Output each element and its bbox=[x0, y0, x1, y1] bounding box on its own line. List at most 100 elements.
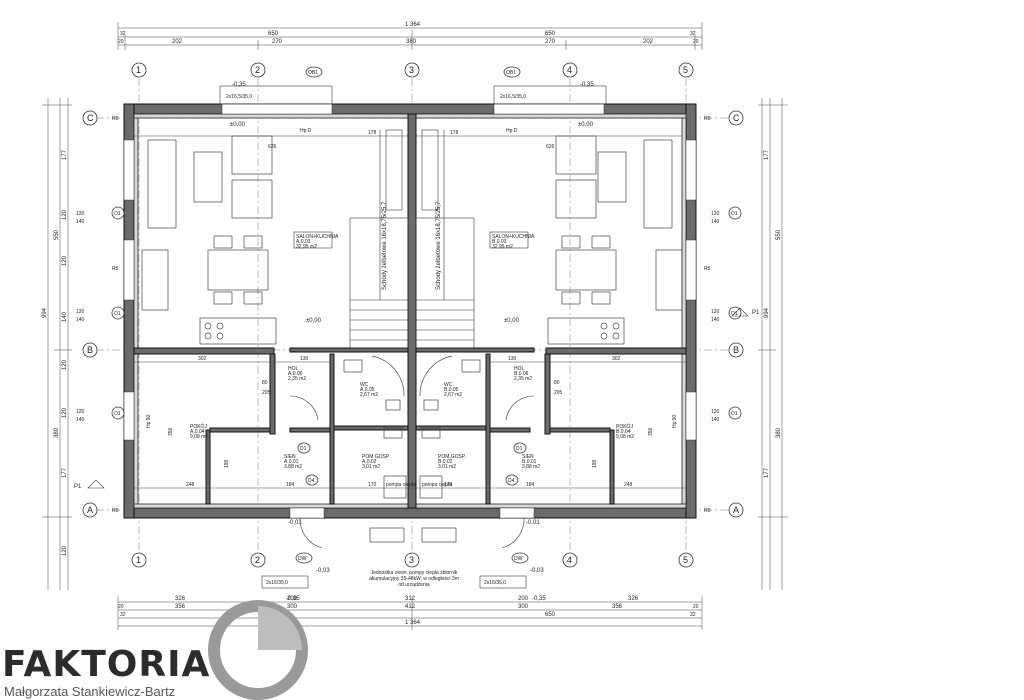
bottom-dimensions: 326 200 312 200 326 356 300 412 300 356 … bbox=[117, 596, 703, 630]
room-b-gosp-code: B.0.02 bbox=[438, 459, 453, 465]
logo-mark-icon bbox=[208, 600, 308, 700]
dim-top-edge-l2: 20 bbox=[118, 39, 124, 45]
level-a-entry: ±0,00 bbox=[230, 122, 246, 128]
dim-left-550: 550 bbox=[54, 229, 60, 240]
room-a-hol-name: HOL bbox=[288, 366, 299, 372]
room-a-pokoj-name: POKÓJ bbox=[190, 423, 207, 430]
dim-top-a: 202 bbox=[172, 39, 183, 45]
dim-bot-edge-r: 20 bbox=[693, 604, 699, 610]
dim-bot-c: 312 bbox=[405, 596, 416, 602]
dim-bot-e: 326 bbox=[628, 596, 639, 602]
dim-right-177a: 177 bbox=[764, 149, 770, 160]
dim-178-a: 178 bbox=[368, 130, 377, 136]
dim-total-bottom: 1 364 bbox=[405, 620, 421, 626]
dim-top-c: 380 bbox=[406, 39, 417, 45]
dim-right-total: 994 bbox=[764, 307, 770, 318]
r5-c-right: R5 bbox=[704, 116, 711, 122]
level-b-door: -0,01 bbox=[526, 520, 540, 526]
dim-80-b: 80 bbox=[554, 380, 560, 386]
room-a-wc-code: A.0.05 bbox=[360, 387, 375, 393]
dim-302-a: 302 bbox=[198, 356, 207, 362]
room-b-sien-area: 3,88 m2 bbox=[522, 464, 540, 470]
door-tag-dw-b: DW bbox=[514, 556, 523, 562]
dim-199-b: 199 bbox=[592, 459, 598, 468]
dim-top-edge-r2: 20 bbox=[693, 39, 699, 45]
top-dimensions: 1 364 650 650 202 270 380 270 202 32 32 … bbox=[117, 22, 703, 50]
dim-win-r2b: 140 bbox=[711, 317, 720, 323]
exterior-walls bbox=[123, 85, 697, 519]
room-b-wc-code: B.0.05 bbox=[444, 387, 459, 393]
hp-d-a: Hp D bbox=[300, 128, 312, 134]
room-a-sien-name: SIEŃ bbox=[284, 453, 296, 460]
room-b-gosp-name: POM.GOSP. bbox=[438, 454, 466, 460]
room-a-hol-code: A.0.06 bbox=[288, 371, 303, 377]
grid-col-5-bot: 5 bbox=[683, 555, 688, 565]
stair-ext-top-a: 2x16,5/35,0 bbox=[226, 94, 252, 100]
dim-left-120d: 120 bbox=[62, 407, 68, 418]
grid-row-a-right: A bbox=[733, 505, 739, 515]
dim-170-a: 170 bbox=[368, 482, 377, 488]
dim-left-380: 380 bbox=[54, 427, 60, 438]
dim-205-b: 205 bbox=[554, 390, 563, 396]
dim-left-total: 994 bbox=[42, 307, 48, 318]
furniture bbox=[141, 135, 683, 549]
level-a-door: -0,01 bbox=[288, 520, 302, 526]
grid-col-4-bot: 4 bbox=[567, 555, 572, 565]
room-b-wc-name: WC bbox=[444, 382, 453, 388]
dim-right-380: 380 bbox=[776, 427, 782, 438]
room-a-hol-area: 2,35 m2 bbox=[288, 376, 306, 382]
level-a-out: -0,03 bbox=[316, 568, 330, 574]
room-a-pokoj-area: 9,08 m2 bbox=[190, 434, 208, 440]
dim-bot2-c: 412 bbox=[405, 604, 416, 610]
room-b-hol-area: 2,35 m2 bbox=[514, 376, 532, 382]
room-b-sien-code: B.0.01 bbox=[522, 459, 537, 465]
room-b-hol-code: B.0.06 bbox=[514, 371, 529, 377]
window-tag-l2: O1 bbox=[114, 311, 121, 317]
room-b-salon-area: 32,95 m2 bbox=[492, 244, 513, 250]
room-a-gosp-code: A.0.02 bbox=[362, 459, 377, 465]
brand-subtitle: Małgorzata Stankiewicz-Bartz bbox=[4, 684, 176, 699]
room-b-pokoj-area: 9,08 m2 bbox=[616, 434, 634, 440]
brand-name: FAKTORIA bbox=[2, 644, 211, 685]
r5-mid-right: R5 bbox=[704, 266, 711, 272]
dim-130-b: 130 bbox=[508, 356, 517, 362]
dim-bot-b: 200 bbox=[287, 596, 298, 602]
room-a-wc-area: 2,67 m2 bbox=[360, 392, 378, 398]
heat-pump-note-box: Jednostka zewn. pompy ciepła zbiornik ak… bbox=[369, 570, 459, 588]
grid-col-2-bot: 2 bbox=[255, 555, 260, 565]
dim-bot-edge-l: 20 bbox=[118, 604, 124, 610]
grid-col-2-top: 2 bbox=[255, 65, 260, 75]
dim-199-a: 199 bbox=[224, 459, 230, 468]
dim-356-b: 356 bbox=[648, 427, 654, 436]
dim-302-b: 302 bbox=[612, 356, 621, 362]
door-tag-d1-a: D1 bbox=[300, 446, 307, 452]
dim-win-l3b: 140 bbox=[76, 417, 85, 423]
dim-top-b: 270 bbox=[272, 39, 283, 45]
level-a-bottom: -0,35 bbox=[286, 596, 300, 602]
grid-row-a-left: A bbox=[87, 505, 93, 515]
dim-win-l2b: 140 bbox=[76, 317, 85, 323]
dim-win-r1a: 120 bbox=[711, 211, 720, 217]
dim-left-120a: 120 bbox=[62, 209, 68, 220]
hp-d-b: Hp D bbox=[506, 128, 518, 134]
room-b-hol-name: HOL bbox=[514, 366, 525, 372]
grid-row-b-left: B bbox=[87, 345, 93, 355]
level-a-salon: ±0,00 bbox=[306, 318, 322, 324]
door-tag-d1-b: D1 bbox=[516, 446, 523, 452]
room-a-pokoj-code: A.0.04 bbox=[190, 429, 205, 435]
dim-top-e: 202 bbox=[643, 39, 654, 45]
room-a-sien-code: A.0.01 bbox=[284, 459, 299, 465]
grid-row-c-left: C bbox=[87, 113, 94, 123]
dim-total-top: 1 364 bbox=[405, 22, 421, 28]
dim-bot2-a: 356 bbox=[175, 604, 186, 610]
dim-win-l1a: 120 bbox=[76, 211, 85, 217]
dim-626-b: 626 bbox=[546, 144, 555, 150]
dim-184-b: 184 bbox=[526, 482, 535, 488]
heat-pump-label-b: pompa ciepła bbox=[422, 482, 452, 488]
grid-col-1-top: 1 bbox=[136, 65, 141, 75]
dim-left-120b: 120 bbox=[62, 255, 68, 266]
r5-mid-left: R5 bbox=[112, 266, 119, 272]
dim-win-l2a: 120 bbox=[76, 309, 85, 315]
window-tag-ob1-b: OB1 bbox=[506, 70, 516, 76]
level-top-right: -0,35 bbox=[580, 82, 594, 88]
